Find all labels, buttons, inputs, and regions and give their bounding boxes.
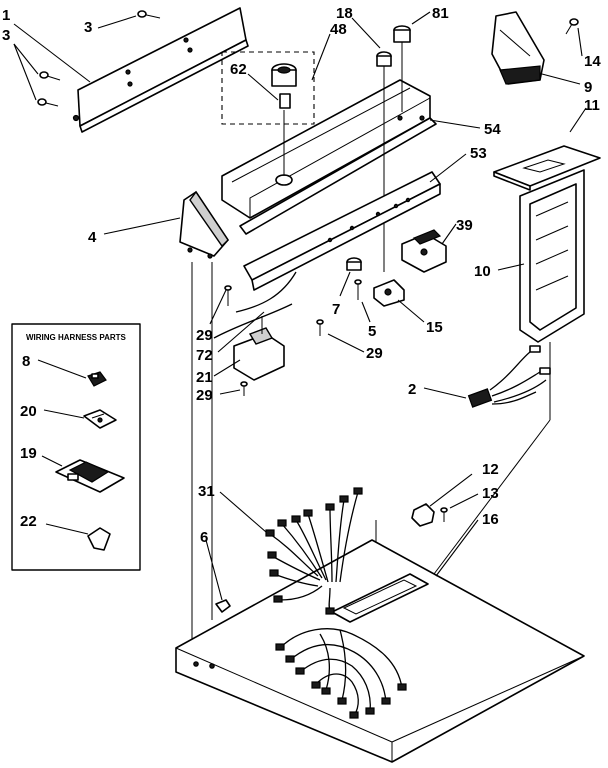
- callout-16: 16: [482, 511, 499, 528]
- callout-20: 20: [20, 403, 37, 420]
- part-39-switch: [401, 229, 447, 273]
- callout-14: 14: [584, 53, 601, 70]
- callout-11: 11: [584, 97, 600, 114]
- callout-48: 48: [330, 21, 347, 38]
- callout-5: 5: [368, 323, 376, 340]
- part-14-screw: [565, 18, 579, 35]
- callout-21: 21: [196, 369, 213, 386]
- part-15-switch: [373, 279, 405, 307]
- part-48-console: [221, 79, 437, 235]
- callout-72: 72: [196, 347, 213, 364]
- part-62-highlight-box: [221, 51, 315, 125]
- part-29-screws: [224, 285, 324, 396]
- callout-3-top: 3: [84, 19, 92, 36]
- callout-6: 6: [200, 529, 208, 546]
- part-6-clip: [215, 599, 231, 613]
- callout-54: 54: [484, 121, 501, 138]
- part-81-knob: [393, 25, 411, 112]
- callout-29-middle: 29: [366, 345, 383, 362]
- part-2-harness: [467, 345, 551, 408]
- callout-29-lower: 29: [196, 387, 213, 404]
- callout-10: 10: [474, 263, 491, 280]
- part-11-lint-cover: [493, 145, 601, 191]
- callout-1: 1: [2, 7, 10, 24]
- callout-13: 13: [482, 485, 499, 502]
- part-21-timer: [233, 316, 285, 381]
- callout-2: 2: [408, 381, 416, 398]
- callout-7: 7: [332, 301, 340, 318]
- part-12-clip: [411, 503, 435, 527]
- callout-53: 53: [470, 145, 487, 162]
- callout-22: 22: [20, 513, 37, 530]
- part-9-bracket: [491, 11, 545, 85]
- callout-9: 9: [584, 79, 592, 96]
- part-3-screws: [37, 10, 161, 107]
- callout-12: 12: [482, 461, 499, 478]
- part-10-lint-screen: [519, 169, 585, 343]
- callout-15: 15: [426, 319, 443, 336]
- part-62-timer-knob: [271, 63, 297, 176]
- leader-lines: [13, 11, 587, 601]
- callout-39: 39: [456, 217, 473, 234]
- callout-81: 81: [432, 5, 449, 22]
- part-18-knob: [376, 51, 392, 272]
- callout-62: 62: [230, 61, 247, 78]
- part-4-end-cap: [179, 190, 229, 259]
- part-53-control-bracket: [243, 171, 441, 291]
- legend-title: WIRING HARNESS PARTS: [26, 333, 127, 342]
- part-31-wire-harness: [265, 487, 363, 615]
- callout-18: 18: [336, 5, 353, 22]
- part-5-screw: [354, 279, 362, 300]
- part-13-screw: [440, 507, 448, 522]
- callout-31: 31: [198, 483, 215, 500]
- callout-29-upper: 29: [196, 327, 213, 344]
- part-1-rear-bracket: [72, 7, 249, 133]
- base-wiring: [275, 628, 407, 719]
- part-7-lamp-socket: [346, 257, 362, 271]
- callout-3-left: 3: [2, 27, 10, 44]
- wiring-harness-legend: WIRING HARNESS PARTS: [11, 323, 141, 571]
- callout-8: 8: [22, 353, 30, 370]
- callout-19: 19: [20, 445, 37, 462]
- callouts: 1 3 3 18 81 48 62 14 9 11 54 53 4 39 10 …: [2, 5, 601, 546]
- callout-4: 4: [88, 229, 97, 246]
